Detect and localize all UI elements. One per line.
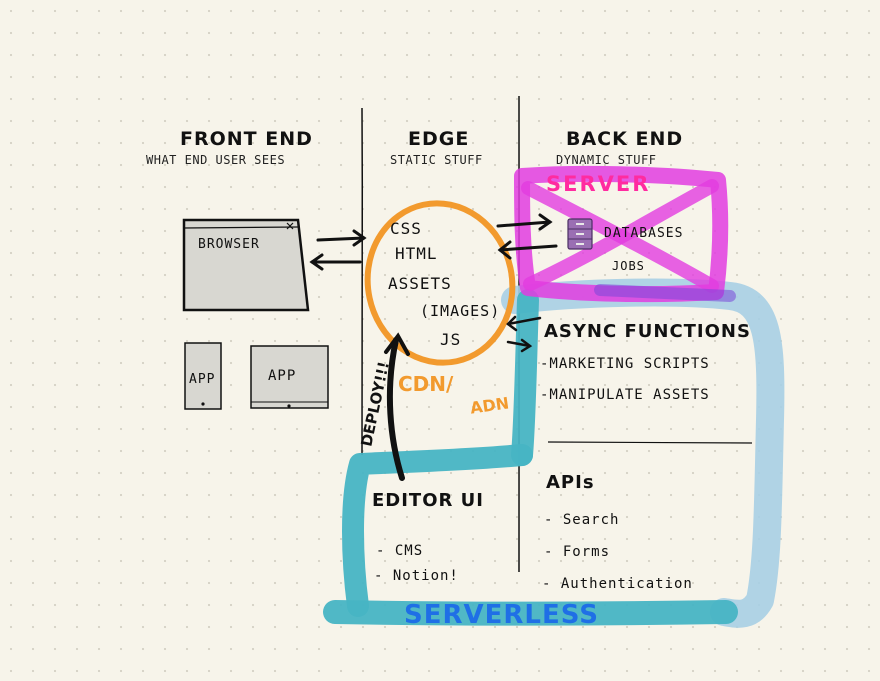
- serverless-label: SERVERLESS: [404, 600, 600, 630]
- jobs-label: JOBS: [612, 259, 645, 273]
- divider-async-apis: [547, 441, 753, 444]
- api-item-authentication: - Authentication: [542, 576, 693, 592]
- server-box: [514, 165, 736, 303]
- editor-item-cms: - CMS: [376, 543, 424, 559]
- app-small-label: APP: [189, 372, 216, 387]
- app-large-label: APP: [268, 368, 297, 384]
- apis-title: APIs: [546, 472, 595, 493]
- cdn-item-assets: ASSETS: [388, 274, 452, 293]
- async-item-manipulate: -MANIPULATE ASSETS: [540, 387, 710, 403]
- back-end-subtitle: DYNAMIC STUFF: [556, 153, 657, 167]
- async-item-marketing: -MARKETING SCRIPTS: [540, 356, 710, 372]
- cdn-ellipse: [364, 200, 516, 366]
- cdn-item-images: (IMAGES): [420, 302, 501, 320]
- arrows-edge-backend: [496, 213, 558, 260]
- cdn-item-html: HTML: [395, 244, 438, 263]
- phone-app-device: [184, 342, 222, 410]
- front-end-subtitle: WHAT END USER SEES: [146, 153, 286, 167]
- edge-title: EDGE: [408, 128, 470, 150]
- browser-label: BROWSER: [198, 237, 260, 252]
- browser-window: [182, 218, 310, 312]
- arrows-edge-async: [506, 315, 542, 353]
- desktop-app-device: [250, 345, 329, 409]
- window-close-icon: [286, 222, 294, 230]
- edge-subtitle: STATIC STUFF: [390, 153, 483, 167]
- async-functions-title: ASYNC FUNCTIONS: [544, 321, 751, 342]
- cdn-item-css: CSS: [390, 219, 422, 238]
- editor-ui-title: EDITOR UI: [372, 490, 484, 511]
- databases-label: DATABASES: [604, 226, 684, 241]
- divider-front-edge: [360, 107, 364, 456]
- cdn-item-js: JS: [440, 330, 462, 349]
- arrows-browser-edge: [309, 229, 367, 271]
- front-end-title: FRONT END: [180, 128, 313, 150]
- filing-cabinet-icon: [567, 218, 593, 250]
- server-label: SERVER: [546, 172, 651, 196]
- editor-item-notion: - Notion!: [374, 568, 459, 584]
- api-item-search: - Search: [544, 512, 620, 528]
- back-end-title: BACK END: [566, 128, 684, 150]
- deploy-arrow: [384, 332, 410, 481]
- cdn-label: CDN/: [398, 372, 454, 396]
- api-item-forms: - Forms: [544, 544, 611, 560]
